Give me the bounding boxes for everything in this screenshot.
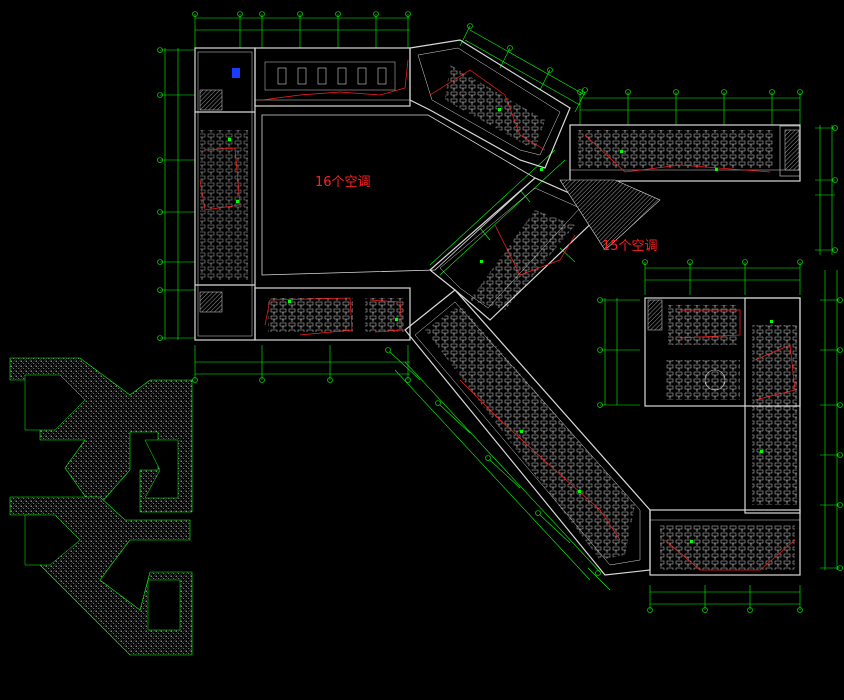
staircases <box>199 89 800 331</box>
green-markers <box>228 108 773 543</box>
hatched-section-upper <box>9 357 193 513</box>
ac-label-north: 16个空调 <box>315 175 371 190</box>
dimension-lines <box>160 14 840 610</box>
grid-bubbles <box>157 11 843 613</box>
building-walls <box>194 39 801 576</box>
red-hvac-lines <box>199 59 796 571</box>
furniture <box>200 61 797 570</box>
ac-label-east: 15个空调 <box>602 239 658 254</box>
hatched-section-lower <box>9 496 193 656</box>
